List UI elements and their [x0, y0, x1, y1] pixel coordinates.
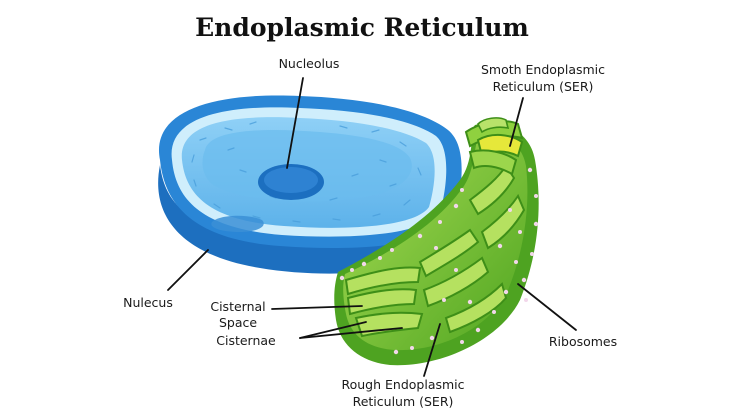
heterochromatin-blob	[211, 215, 264, 232]
cisterna-6	[468, 164, 516, 216]
ser-tube-2	[468, 149, 518, 176]
page-title: Endoplasmic Reticulum	[195, 13, 529, 42]
leader-rer	[423, 323, 441, 377]
leader-cisternae-a	[299, 321, 367, 339]
label-cisternal-space-line1: Cisternal	[210, 299, 265, 314]
cisterna-8	[444, 282, 508, 334]
leader-ribosomes	[517, 283, 577, 331]
cisterna-7	[480, 193, 526, 250]
label-ser-line1: Smoth Endoplasmic	[481, 62, 605, 77]
ser-tube-3	[477, 117, 510, 134]
ser-tubules	[464, 117, 524, 176]
label-nucleus: Nulecus	[123, 295, 173, 310]
leader-nucleus	[167, 249, 209, 291]
cisterna-4	[418, 228, 480, 278]
label-cisternal-space-line2: Space	[219, 315, 257, 330]
cisternae-sheets	[344, 164, 526, 338]
label-rer-line2: Reticulum (SER)	[353, 394, 454, 409]
labels: Nucleolus Smoth Endoplasmic Reticulum (S…	[123, 56, 617, 409]
leader-cisternal-space	[271, 305, 363, 310]
er-shape	[334, 117, 539, 366]
label-ser-line2: Reticulum (SER)	[493, 79, 594, 94]
leader-cisternae-b	[299, 327, 403, 339]
label-cisternae: Cisternae	[216, 333, 276, 348]
chromatin-texture	[191, 121, 422, 223]
cisterna-1	[344, 266, 422, 296]
label-ribosomes: Ribosomes	[549, 334, 617, 349]
cisterna-2	[346, 288, 418, 316]
nucleus-shape	[158, 95, 462, 274]
leader-lines	[167, 77, 577, 377]
nucleolus-highlight	[264, 167, 318, 193]
leader-ser	[509, 97, 524, 147]
label-nucleolus: Nucleolus	[279, 56, 340, 71]
ribosome-dots	[339, 167, 539, 355]
leader-nucleolus	[286, 77, 304, 169]
label-rer-line1: Rough Endoplasmic	[341, 377, 464, 392]
chromatin-region	[202, 129, 412, 202]
